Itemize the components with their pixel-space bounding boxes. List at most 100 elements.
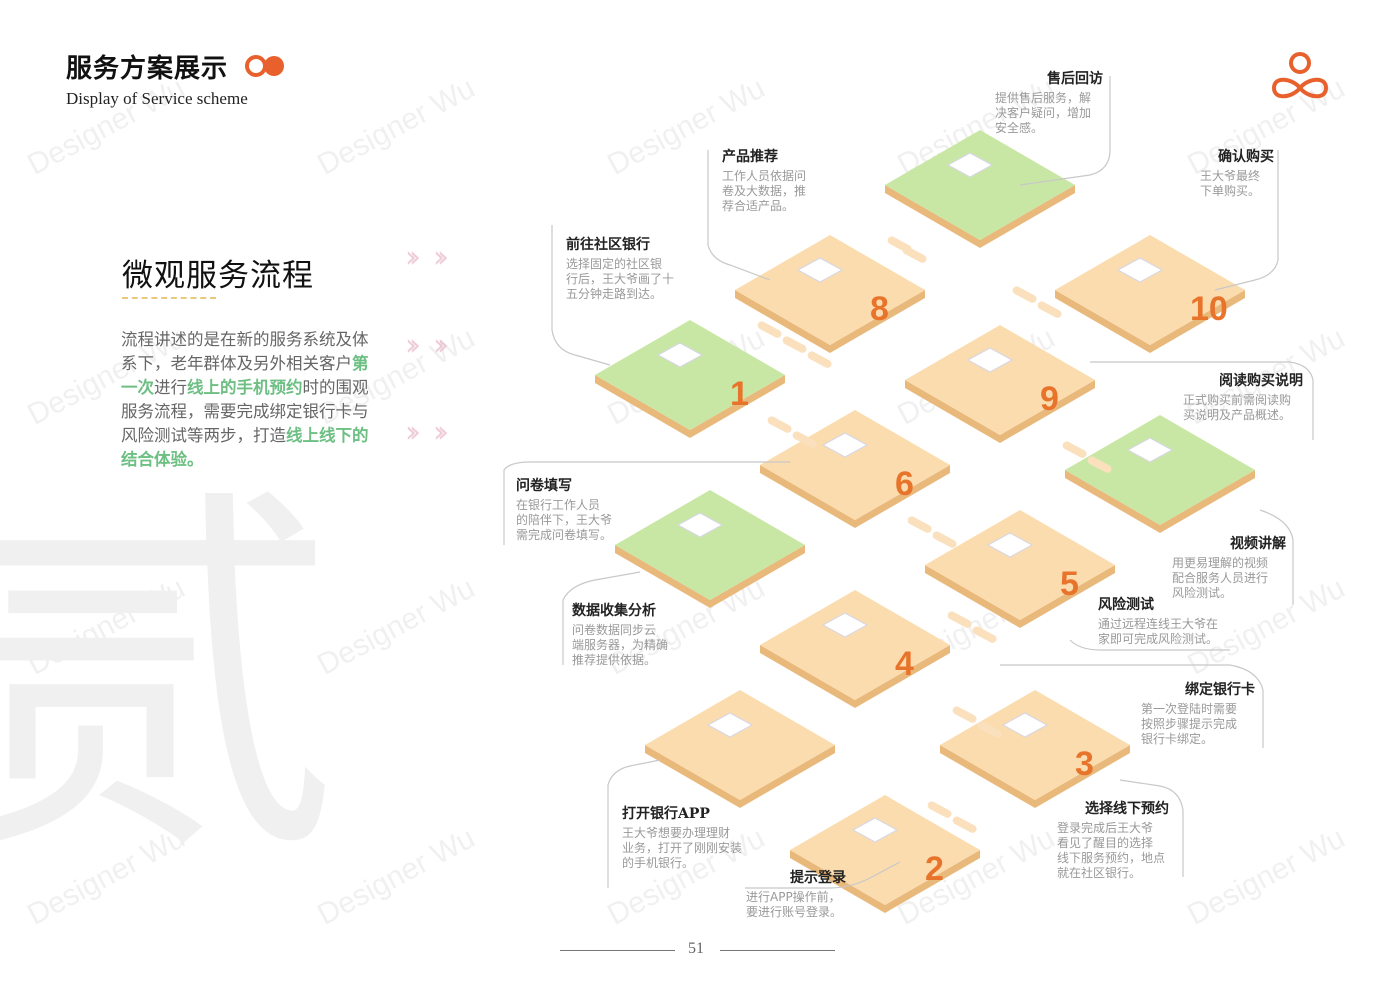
iso-tile: 2 [790, 795, 980, 913]
callout-desc: 在银行工作人员的陪伴下，王大爷需完成问卷填写。 [516, 498, 613, 542]
callout-desc: 用更易理解的视频配合服务人员进行风险测试。 [1172, 556, 1269, 600]
tile-step-number: 9 [1040, 380, 1059, 418]
page-title: 服务方案展示 [66, 54, 229, 84]
intro-paragraph: 流程讲述的是在新的服务系统及体系下，老年群体及另外相关客户第一次进行线上的手机预… [121, 328, 381, 472]
callout-desc: 问卷数据同步云端服务器，为精确推荐提供依据。 [572, 623, 669, 667]
path-dash [952, 706, 977, 723]
tile-step-number: 6 [895, 465, 914, 503]
iso-tile: 9 [905, 325, 1095, 443]
iso-tile: 10 [1055, 235, 1245, 353]
tile-object [851, 817, 899, 843]
callout-title: 确认购买 [1218, 149, 1274, 165]
tile-step-number: 5 [1060, 565, 1079, 603]
tile-step-number: 10 [1190, 290, 1228, 328]
callout-title: 售后回访 [1047, 71, 1103, 87]
callout-leader-line [551, 225, 611, 366]
tile-top [940, 690, 1130, 800]
page-number: 51 [688, 940, 704, 957]
callout-read-instructions: 阅读购买说明 正式购买前需阅读购买说明及产品概述。 [1183, 370, 1303, 423]
path-dash [932, 531, 957, 548]
tile-top [1065, 415, 1255, 525]
callout-leader-line [562, 571, 641, 665]
callout-open-app: 打开银行APP 王大爷想要办理理财业务，打开了刚刚安装的手机银行。 [622, 803, 756, 871]
intro-text: 进行 [154, 378, 187, 397]
tile-top [1055, 235, 1245, 345]
tile-object [676, 512, 724, 538]
iso-tile: 4 [760, 590, 950, 708]
callout-title: 提示登录 [790, 870, 846, 886]
background-chapter-character: 贰 [0, 458, 340, 901]
tile-object [986, 532, 1034, 558]
page-footer: 51 [560, 940, 835, 960]
tile-top [595, 320, 785, 430]
callout-title: 产品推荐 [722, 149, 778, 165]
callout-desc: 登录完成后王大爷看见了醒目的选择线下服务预约，地点就在社区银行。 [1057, 821, 1166, 880]
callout-title: 风险测试 [1098, 597, 1154, 613]
callout-title: 阅读购买说明 [1219, 373, 1303, 389]
iso-tile [615, 490, 805, 608]
tile-object [1001, 712, 1049, 738]
tile-object [656, 342, 704, 368]
callout-desc: 提供售后服务，解决客户疑问，增加安全感。 [995, 91, 1092, 135]
callout-desc: 进行APP操作前，要进行账号登录。 [746, 890, 843, 919]
callout-confirm-purchase: 确认购买 王大爷最终下单购买。 [1200, 146, 1274, 199]
callout-title: 数据收集分析 [572, 603, 656, 619]
path-dash [1012, 286, 1037, 303]
page-subtitle: Display of Service scheme [66, 89, 248, 108]
iso-tile: 3 [940, 690, 1130, 808]
iso-tile [885, 130, 1075, 248]
iso-tile [645, 690, 835, 808]
intro-highlight: 线上线下的结合体验。 [121, 426, 369, 469]
tile-step-number: 8 [870, 290, 889, 328]
callout-go-to-bank: 前往社区银行 选择固定的社区银行后，王大爷画了十五分钟走路到达。 [566, 234, 681, 302]
section-title: 微观服务流程 [122, 258, 314, 294]
tile-top [925, 510, 1115, 620]
tile-step-number: 4 [895, 645, 914, 683]
path-dash [807, 351, 832, 368]
tile-top [885, 130, 1075, 240]
tile-top [790, 795, 980, 905]
iso-tile [1065, 415, 1255, 533]
tile-object [796, 257, 844, 283]
intro-text: 流程讲述的是在新的服务系统及体系下，老年群体及另外相关客户 [121, 330, 369, 373]
callout-leader-line [1000, 664, 1264, 748]
callout-desc: 王大爷想要办理理财业务，打开了刚刚安装的手机银行。 [622, 826, 743, 870]
iso-tile: 1 [595, 320, 785, 438]
callout-leader-line [1019, 76, 1111, 186]
tile-object [1126, 437, 1174, 463]
tile-object [946, 152, 994, 178]
callout-desc: 王大爷最终下单购买。 [1200, 169, 1261, 198]
callout-desc: 通过远程连线王大爷在家即可完成风险测试。 [1098, 617, 1219, 646]
callout-login-prompt: 提示登录 进行APP操作前，要进行账号登录。 [746, 867, 846, 920]
tile-step-number: 1 [730, 375, 749, 413]
tile-step-number: 2 [925, 850, 944, 888]
path-dash [902, 246, 927, 263]
tile-top [760, 590, 950, 700]
path-dash [972, 626, 997, 643]
section-underline [122, 297, 216, 299]
path-dash [907, 516, 932, 533]
callout-after-sales: 售后回访 提供售后服务，解决客户疑问，增加安全感。 [995, 68, 1103, 136]
path-dash [927, 801, 952, 818]
callout-leader-line [745, 861, 901, 889]
path-dash [782, 336, 807, 353]
tile-top [645, 690, 835, 800]
callout-desc: 选择固定的社区银行后，王大爷画了十五分钟走路到达。 [566, 257, 675, 301]
callout-title: 问卷填写 [516, 478, 572, 494]
path-dash [947, 611, 972, 628]
intro-highlight: 线上的手机预约 [187, 378, 303, 397]
path-dash [952, 816, 977, 833]
callout-title: 打开银行APP [622, 806, 710, 822]
tile-object [821, 612, 869, 638]
tile-top [905, 325, 1095, 435]
callout-leader-line [1259, 509, 1294, 605]
path-dash [757, 321, 782, 338]
callout-title: 绑定银行卡 [1185, 682, 1255, 698]
intro-text: 时的围观服务流程，需要完成绑定银行卡与风险测试等两步，打造 [121, 378, 369, 445]
divider [720, 950, 835, 951]
callout-leader-line [1119, 779, 1184, 877]
path-dash [977, 721, 1002, 738]
iso-tile: 5 [925, 510, 1115, 628]
